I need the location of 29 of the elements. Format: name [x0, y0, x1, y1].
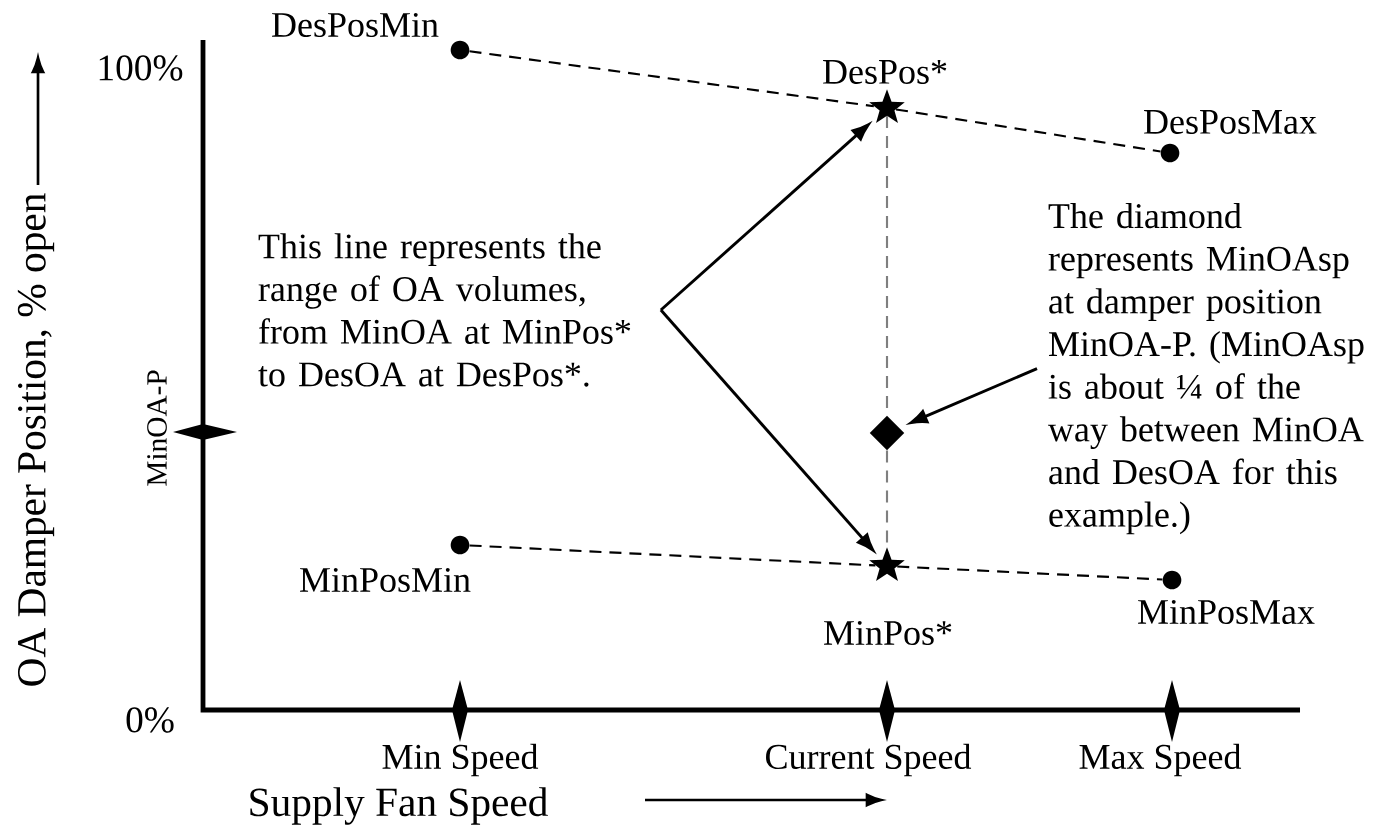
axis-title: OA Damper Position, % open [17, 193, 55, 686]
tick-label: Max Speed [1079, 743, 1242, 777]
point-label: DesPosMax [1144, 110, 1317, 134]
star-marker [869, 547, 905, 582]
point-marker [450, 535, 470, 555]
point-label: DesPosMin [272, 12, 439, 38]
axis-title: Supply Fan Speed [250, 787, 548, 825]
dashed-line [895, 108, 1161, 153]
point-label: MinPosMax [1138, 599, 1315, 625]
axis-marker-label: MinOA-P [147, 370, 167, 486]
dashed-line [469, 50, 875, 108]
point-marker [1162, 570, 1182, 590]
point-label: MinPosMin [300, 567, 471, 593]
arrow [659, 123, 870, 312]
point-marker [450, 40, 470, 60]
value-label: 0% [126, 707, 174, 733]
star-marker [869, 89, 905, 124]
tick-label: Min Speed [382, 743, 539, 777]
value-label: 100% [99, 55, 183, 81]
point-label: MinPos* [824, 620, 952, 646]
diamond-marker [869, 415, 905, 451]
dashed-line [469, 544, 876, 567]
note-text: The diamond represents MinOAsp at damper position MinOA-P. (MinOAsp is about ¼ of the way between MinOA and DesOA for this example.) [1048, 202, 1364, 535]
point-label: DesPos* [823, 60, 947, 84]
point-marker [1160, 143, 1180, 163]
arrow [659, 309, 875, 552]
tick-label: Current Speed [766, 743, 972, 777]
note-text: This line represents the range of OA volumes, from MinOA at MinPos* to DesOA at DesPos*. [258, 233, 631, 387]
dashed-line [897, 565, 1163, 581]
